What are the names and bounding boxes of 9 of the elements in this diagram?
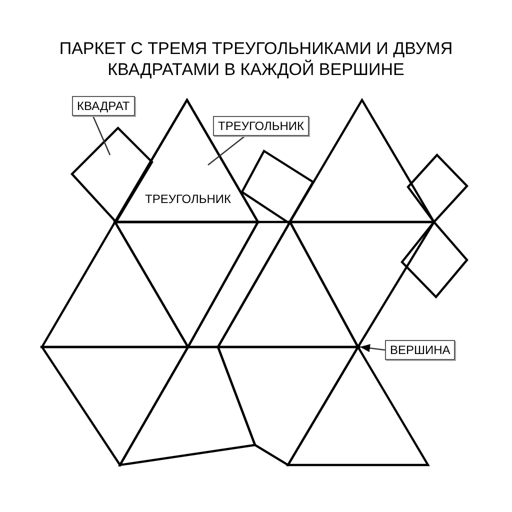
shape-label: ТРЕУГОЛЬНИК (145, 192, 232, 206)
callout-label: ТРЕУГОЛЬНИК (213, 116, 310, 136)
vertex-point (356, 344, 360, 350)
leader-line (92, 116, 111, 156)
leader-line (208, 135, 246, 166)
title: ПАРКЕТ С ТРЕМЯ ТРЕУГОЛЬНИКАМИ И ДВУМЯ КВАДРАТАМИ В КАЖДОЙ ВЕРШИНЕ (58, 38, 454, 80)
callout-label: ВЕРШИНА (385, 340, 456, 360)
arrow (360, 344, 386, 352)
callout-label: КВАДРАТ (72, 96, 135, 116)
